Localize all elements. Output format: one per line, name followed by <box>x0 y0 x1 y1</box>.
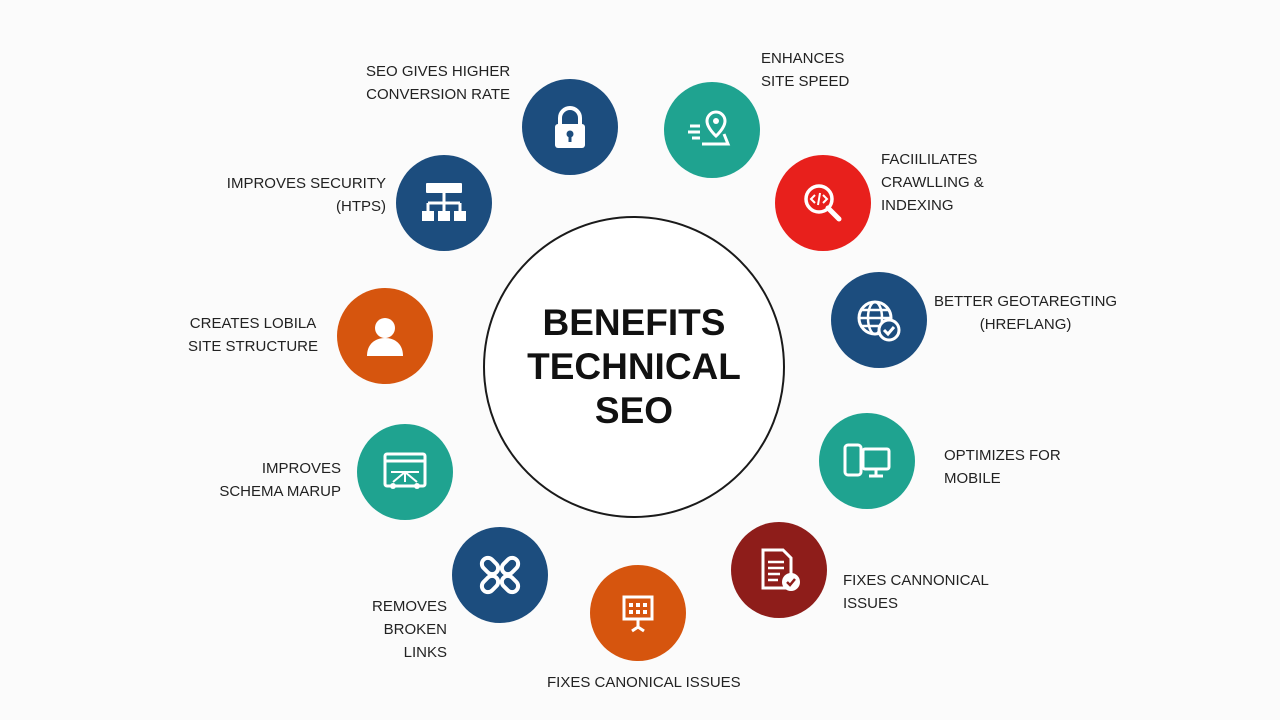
node-site-structure <box>337 288 433 384</box>
lock-icon <box>555 106 585 148</box>
node-canonical-2 <box>590 565 686 661</box>
presentation-board-icon <box>622 595 654 633</box>
label-geotargeting: BETTER GEOTAREGTING (HREFLANG) <box>934 293 1118 333</box>
node-site-speed <box>664 82 760 178</box>
node-broken-links <box>452 527 548 623</box>
label-canonical-1: FIXES CANNONICAL ISSUES <box>843 572 989 612</box>
user-icon <box>367 318 403 356</box>
location-pin-speed-icon <box>688 110 731 146</box>
label-crawling: FACIILILATES CRAWLLING & INDEXING <box>881 151 984 214</box>
broken-link-icon <box>479 555 521 595</box>
center-circle: BENEFITS TECHNICAL SEO <box>483 216 785 518</box>
node-mobile <box>819 413 915 509</box>
node-security <box>396 155 492 251</box>
label-canonical-2: FIXES CANONICAL ISSUES <box>547 674 741 691</box>
label-site-structure: CREATES LOBILA SITE STRUCTURE <box>188 315 319 355</box>
label-security: IMPROVES SECURITY (HTPS) <box>226 175 386 215</box>
document-check-icon <box>761 548 800 591</box>
globe-check-icon <box>857 300 901 342</box>
node-canonical-1 <box>731 522 827 618</box>
label-mobile: OPTIMIZES FOR MOBILE <box>944 447 1061 487</box>
schema-browser-icon <box>383 452 427 489</box>
mobile-desktop-icon <box>843 443 891 478</box>
sitemap-network-icon <box>422 183 466 221</box>
node-conversion <box>522 79 618 175</box>
node-crawling <box>775 155 871 251</box>
label-conversion: SEO GIVES HIGHER CONVERSION RATE <box>366 63 511 103</box>
node-geotargeting <box>831 272 927 368</box>
node-schema <box>357 424 453 520</box>
label-broken-links: REMOVES BROKEN LINKS <box>371 598 447 661</box>
label-schema: IMPROVES SCHEMA MARUP <box>219 460 341 500</box>
code-search-icon <box>804 184 842 222</box>
label-site-speed: ENHANCES SITE SPEED <box>761 50 850 90</box>
center-title: BENEFITS TECHNICAL SEO <box>527 302 741 431</box>
